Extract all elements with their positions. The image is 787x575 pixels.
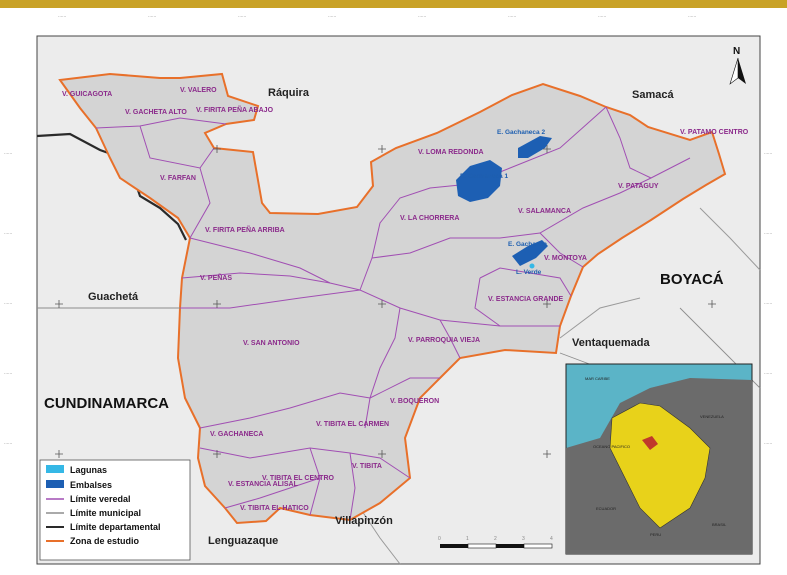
tick-label: ...... (508, 13, 516, 19)
tick-label: ...... (328, 13, 336, 19)
vereda-labels: V. GUICAGOTA V. VALERO V. GACHETA ALTO V… (62, 87, 749, 512)
tick-label: ...... (418, 13, 426, 19)
water-label: E. Gachaneca 2 (497, 129, 545, 136)
scale-label: 4 (550, 536, 553, 542)
vereda-label: V. BOQUERON (390, 398, 439, 405)
vereda-label: V. GACHETA ALTO (125, 109, 187, 116)
scale-label: 2 (494, 536, 497, 542)
vereda-label: V. TIBITA EL HATICO (240, 505, 309, 512)
tick-label: ...... (4, 150, 12, 156)
tick-label: ...... (4, 230, 12, 236)
town-samaca: Samacá (632, 89, 674, 101)
scale-label: 3 (522, 536, 525, 542)
top-accent-bar (0, 0, 787, 8)
reservoir-gachaneca-2 (518, 136, 552, 158)
vereda-label: V. PEÑAS (200, 273, 232, 282)
inset-label: VENEZUELA (700, 414, 724, 419)
tick-label: ...... (148, 13, 156, 19)
tick-label: ...... (764, 370, 772, 376)
dept-cundinamarca: CUNDINAMARCA (44, 395, 169, 412)
map-canvas: ...... ...... ...... ...... ...... .....… (4, 13, 772, 565)
vereda-label: V. LA CHORRERA (400, 215, 459, 222)
veredal-boundaries (95, 106, 691, 521)
legend-label: Límite municipal (70, 508, 141, 518)
grid-crosses (55, 145, 716, 458)
vereda-label: V. SALAMANCA (518, 208, 571, 215)
legend-label: Zona de estudio (70, 536, 140, 546)
tick-label: ...... (764, 440, 772, 446)
scale-label: 0 (438, 536, 441, 542)
water-bodies (456, 136, 552, 269)
vereda-label: V. GUICAGOTA (62, 91, 112, 98)
top-tick-labels: ...... ...... ...... ...... ...... .....… (58, 13, 696, 19)
vereda-label: V. TIBITA EL CENTRO (262, 475, 335, 482)
vereda-label: V. GACHANECA (210, 431, 263, 438)
scale-label: 1 (466, 536, 469, 542)
inset-label: BRASIL (712, 522, 727, 527)
north-label: N (733, 46, 740, 57)
water-labels: E. Gachaneca 2 E. Gachaneca 1 E. Gachanc… (460, 129, 547, 276)
vereda-label: V. MONTOYA (544, 255, 587, 262)
inset-label: ECUADOR (596, 506, 616, 511)
vereda-label: V. TIBITA EL CARMEN (316, 421, 389, 428)
vereda-label: V. VALERO (180, 87, 217, 94)
legend-swatch (46, 465, 64, 473)
town-raquira: Ráquira (268, 87, 310, 99)
tick-label: ...... (764, 230, 772, 236)
inset-map: MAR CARIBE OCEANO PACIFICO VENEZUELA ECU… (565, 363, 753, 555)
tick-label: ...... (4, 440, 12, 446)
legend-label: Límite veredal (70, 494, 131, 504)
tick-label: ...... (4, 370, 12, 376)
scale-bar: 0 1 2 3 4 (438, 536, 553, 549)
town-guacheta: Guachetá (88, 291, 139, 303)
town-lenguazaque: Lenguazaque (208, 535, 278, 547)
left-tick-labels: ...... ...... ...... ...... ...... (4, 150, 12, 446)
vereda-label: V. FARFAN (160, 175, 196, 182)
vereda-label: V. LOMA REDONDA (418, 149, 484, 156)
inset-label: MAR CARIBE (585, 376, 610, 381)
right-tick-labels: ...... ...... ...... ...... ...... (764, 150, 772, 446)
map-frame: ...... ...... ...... ...... ...... .....… (0, 8, 787, 570)
vereda-label: V. PATAGUY (618, 183, 659, 190)
vereda-label: V. SAN ANTONIO (243, 340, 300, 347)
legend-swatch (46, 480, 64, 488)
tick-label: ...... (58, 13, 66, 19)
water-label: E. Gachanca (508, 241, 547, 248)
tick-label: ...... (764, 300, 772, 306)
water-label: E. Gachaneca 1 (460, 173, 508, 180)
north-arrow-icon: N (729, 46, 746, 85)
inset-label: PERU (650, 532, 661, 537)
municipal-boundary-outside (699, 207, 761, 271)
tick-label: ...... (4, 300, 12, 306)
town-villapinzon: Villapinzón (335, 515, 393, 527)
legend-label: Límite departamental (70, 522, 161, 532)
tick-label: ...... (238, 13, 246, 19)
tick-label: ...... (764, 150, 772, 156)
laguna-verde (529, 263, 535, 269)
reservoir-gachanca (512, 240, 548, 266)
vereda-label: V. ESTANCIA ALISAL (228, 481, 299, 488)
dept-boyaca: BOYACÁ (660, 271, 724, 288)
water-label: L. Verde (516, 269, 542, 276)
legend-label: Lagunas (70, 465, 107, 475)
town-ventaquemada: Ventaquemada (572, 337, 651, 349)
tick-label: ...... (598, 13, 606, 19)
tick-label: ...... (688, 13, 696, 19)
vereda-label: V. TIBITA (352, 463, 382, 470)
study-zone (58, 72, 727, 525)
vereda-label: V. ESTANCIA GRANDE (488, 296, 564, 303)
vereda-label: V. PARROQUIA VIEJA (408, 337, 480, 344)
vereda-label: V. FIRITA PEÑA ABAJO (196, 105, 274, 114)
inset-label: OCEANO PACIFICO (593, 444, 630, 449)
reservoir-gachaneca-1 (456, 160, 502, 202)
legend-label: Embalses (70, 480, 112, 490)
vereda-label: V. FIRITA PEÑA ARRIBA (205, 225, 285, 234)
legend: Lagunas Embalses Límite veredal Límite m… (39, 459, 191, 561)
vereda-label: V. PATAMO CENTRO (680, 129, 749, 136)
